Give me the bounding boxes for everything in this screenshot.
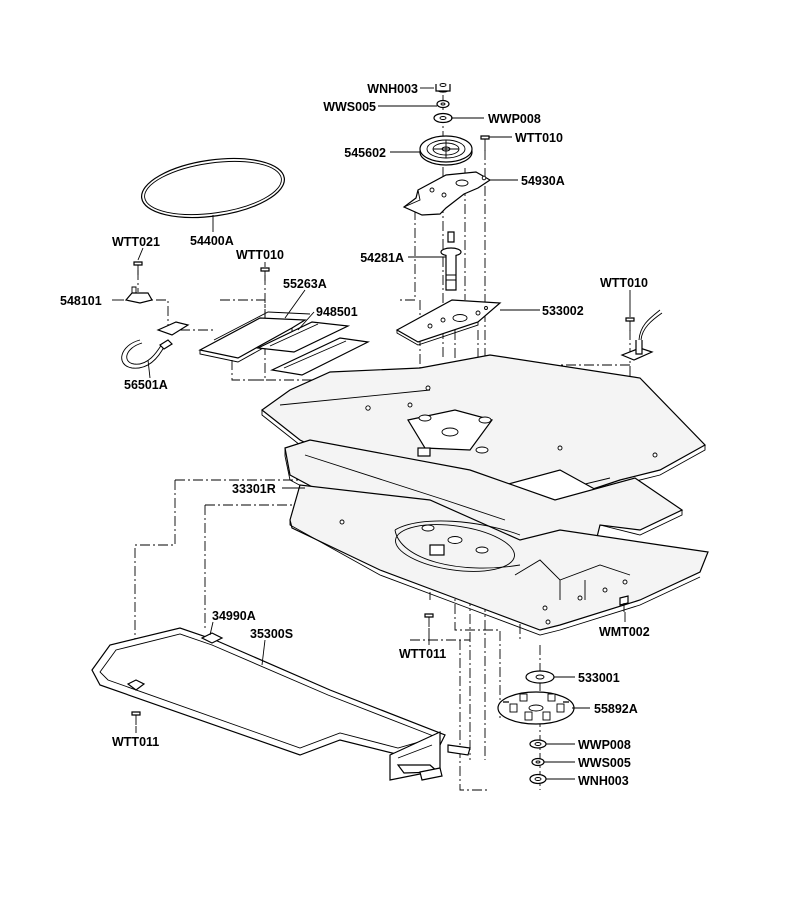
label-533001: 533001 — [578, 671, 620, 685]
label-948501: 948501 — [316, 305, 358, 319]
label-wtt011-left: WTT011 — [112, 735, 159, 749]
label-wtt010-a: WTT010 — [515, 131, 563, 145]
label-548101: 548101 — [60, 294, 102, 308]
label-wwp008-bot: WWP008 — [578, 738, 631, 752]
label-55263a: 55263A — [283, 277, 327, 291]
label-56501a: 56501A — [124, 378, 168, 392]
left-parts — [121, 261, 370, 376]
label-wnh003-top: WNH003 — [367, 82, 418, 96]
belt-54400a — [140, 157, 286, 219]
right-sensor — [620, 309, 663, 361]
label-wtt010-b: WTT010 — [236, 248, 284, 262]
part-labels: WNH003 WWS005 WWP008 WTT010 545602 54930… — [60, 82, 650, 788]
label-34990a: 34990A — [212, 609, 256, 623]
bottom-stack — [497, 670, 575, 785]
label-wnh003-bot: WNH003 — [578, 774, 629, 788]
label-wws005-top: WWS005 — [323, 100, 376, 114]
label-wtt011-mid: WTT011 — [399, 647, 446, 661]
label-wmt002: WMT002 — [599, 625, 650, 639]
leader-lines — [112, 87, 631, 780]
label-533002: 533002 — [542, 304, 584, 318]
label-545602: 545602 — [344, 146, 386, 160]
lower-screws — [131, 595, 629, 725]
label-wtt010-c: WTT010 — [600, 276, 648, 290]
label-54281a: 54281A — [360, 251, 404, 265]
label-54400a: 54400A — [190, 234, 234, 248]
heater-35300s — [91, 627, 471, 781]
top-stack — [395, 83, 502, 346]
label-35300s: 35300S — [250, 627, 293, 641]
label-55892a: 55892A — [594, 702, 638, 716]
base-plate — [289, 484, 709, 636]
label-54930a: 54930A — [521, 174, 565, 188]
label-33301r: 33301R — [232, 482, 276, 496]
label-wwp008-top: WWP008 — [488, 112, 541, 126]
label-wtt021: WTT021 — [112, 235, 160, 249]
label-wws005-bot: WWS005 — [578, 756, 631, 770]
